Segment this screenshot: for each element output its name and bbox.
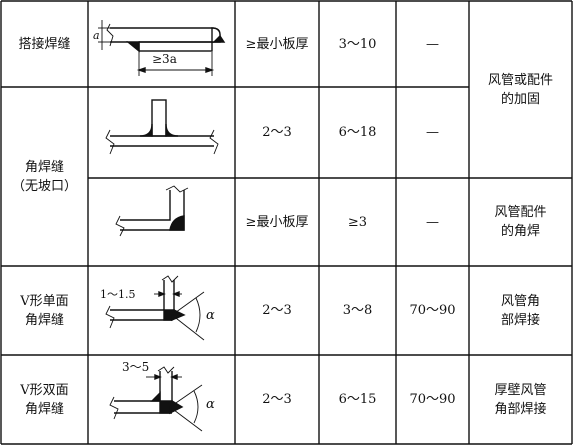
row1-thickness-text: 3～10 bbox=[338, 36, 377, 52]
v-single-angle-label: α bbox=[206, 308, 215, 323]
row3-use-line2: 的角焊 bbox=[500, 224, 540, 239]
row1-angle-text: — bbox=[426, 36, 439, 52]
row3-use-line1: 风管配件 bbox=[494, 205, 547, 220]
row5-use-line2: 角部焊接 bbox=[494, 401, 547, 417]
row2-name-line2: （无坡口） bbox=[11, 178, 77, 194]
row4-name-line2: 角焊缝 bbox=[24, 312, 64, 328]
row2-name: 角焊缝 （无坡口） bbox=[1, 87, 88, 266]
row1-use: 风管或配件 的加固 bbox=[469, 1, 572, 178]
v-double-gap-text: 3～5 bbox=[122, 360, 150, 374]
row2-angle: — bbox=[396, 87, 469, 178]
row4-min-size-text: 2～3 bbox=[262, 303, 292, 318]
row1-angle: — bbox=[396, 1, 469, 87]
row2-min-size-text: 2～3 bbox=[262, 125, 292, 140]
row3-min-size-text: ≥最小板厚 bbox=[245, 214, 309, 230]
row5-min-size: 2～3 bbox=[235, 355, 319, 444]
lap-height-label: a bbox=[93, 29, 100, 42]
row1-min-size: ≥最小板厚 bbox=[235, 1, 319, 87]
row4-name: V形单面 角焊缝 bbox=[1, 266, 88, 355]
v-double-gap-label: 3～5 bbox=[122, 361, 149, 373]
row1-name: 搭接焊缝 bbox=[1, 1, 88, 87]
v-single-gap-label: 1～1.5 bbox=[100, 289, 136, 301]
corner-fillet-diagram bbox=[115, 185, 189, 237]
row1-name-text: 搭接焊缝 bbox=[18, 36, 71, 52]
row2-thickness: 6～18 bbox=[319, 87, 396, 178]
row5-min-size-text: 2～3 bbox=[262, 392, 292, 407]
row5-thickness: 6～15 bbox=[319, 355, 396, 444]
row5-angle-text: 70～90 bbox=[409, 392, 456, 407]
row3-use: 风管配件 的角焊 bbox=[469, 178, 572, 266]
row4-angle: 70～90 bbox=[396, 266, 469, 355]
row4-use-line2: 部焊接 bbox=[500, 312, 540, 328]
row2-name-line1: 角焊缝 bbox=[24, 159, 64, 175]
row4-name-line1: V形单面 bbox=[20, 293, 69, 309]
row4-thickness-text: 3～8 bbox=[342, 303, 373, 318]
row4-thickness: 3～8 bbox=[319, 266, 396, 355]
row5-use: 厚壁风管 角部焊接 bbox=[469, 355, 572, 444]
row1-min-size-text: ≥最小板厚 bbox=[245, 36, 309, 52]
row5-name: V形双面 角焊缝 bbox=[1, 355, 88, 444]
row5-use-line1: 厚壁风管 bbox=[494, 382, 547, 398]
row1-use-line2: 的加固 bbox=[500, 91, 540, 107]
row3-thickness: ≥3 bbox=[319, 178, 396, 266]
row3-min-size: ≥最小板厚 bbox=[235, 178, 319, 266]
v-single-diagram bbox=[105, 275, 205, 341]
row1-thickness: 3～10 bbox=[319, 1, 396, 87]
row2-thickness-text: 6～18 bbox=[338, 125, 377, 140]
row4-use-line1: 风管角 bbox=[500, 293, 540, 309]
row5-thickness-text: 6～15 bbox=[338, 392, 377, 407]
row4-min-size: 2～3 bbox=[235, 266, 319, 355]
lap-weld-diagram bbox=[98, 20, 226, 76]
row5-angle: 70～90 bbox=[396, 355, 469, 444]
row3-thickness-text: ≥3 bbox=[347, 214, 368, 230]
v-double-diagram bbox=[109, 366, 203, 432]
v-double-angle-label: α bbox=[206, 397, 215, 412]
row2-angle-text: — bbox=[426, 125, 439, 140]
row1-use-line1: 风管或配件 bbox=[487, 72, 553, 88]
row3-angle: — bbox=[396, 178, 469, 266]
row5-name-line2: 角焊缝 bbox=[24, 401, 64, 417]
t-fillet-diagram bbox=[105, 99, 219, 155]
lap-overlap-label: ≥3a bbox=[152, 53, 177, 65]
v-single-gap-text: 1～1.5 bbox=[100, 288, 136, 301]
row2-min-size: 2～3 bbox=[235, 87, 319, 178]
row4-use: 风管角 部焊接 bbox=[469, 266, 572, 355]
lap-overlap-text: ≥3a bbox=[152, 52, 177, 66]
row3-angle-text: — bbox=[426, 214, 439, 230]
row4-angle-text: 70～90 bbox=[409, 303, 456, 318]
row5-name-line1: V形双面 bbox=[20, 382, 69, 398]
